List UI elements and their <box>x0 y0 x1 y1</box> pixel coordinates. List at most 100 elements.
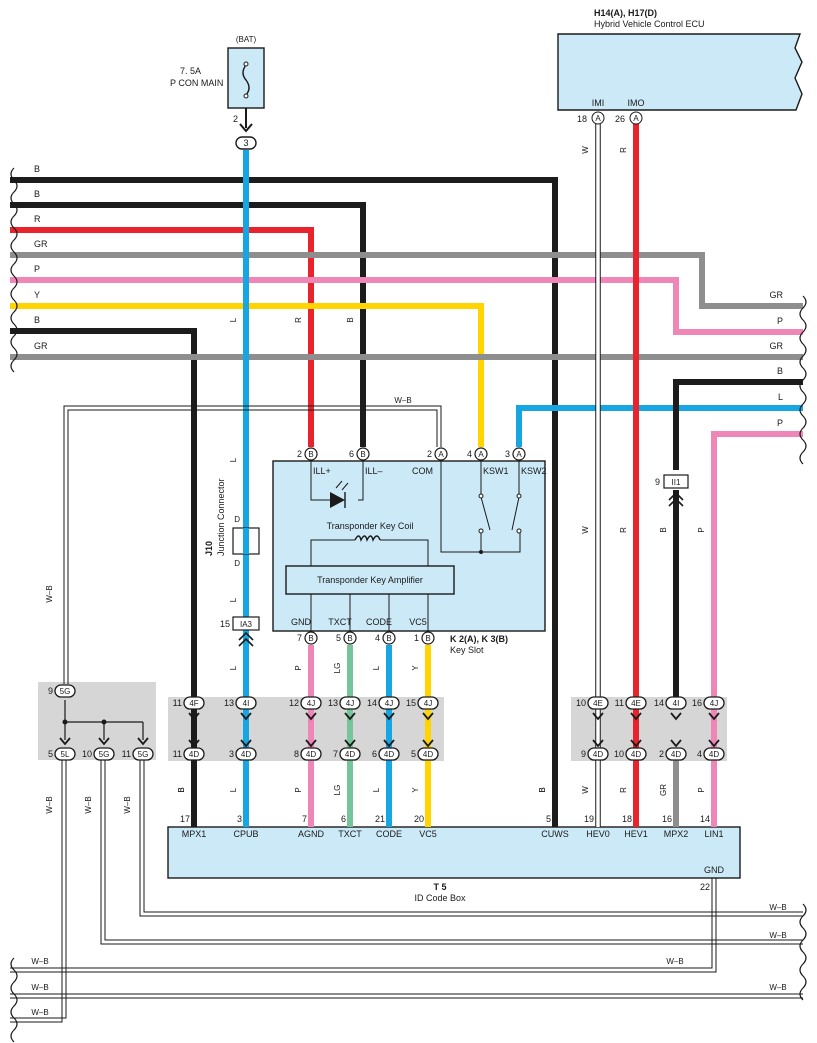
wire-b-mpx1 <box>10 328 197 827</box>
junction-upper-pin: 13 <box>328 698 338 708</box>
junction-lower-connector <box>587 747 609 761</box>
switch-contact <box>516 493 522 499</box>
keyslot-top-connector-label: B <box>360 450 365 459</box>
junction-5g-bottom-pin: 11 <box>122 749 131 759</box>
idbox-terminal-pin: 16 <box>662 814 672 824</box>
wb-wire-label: W–B <box>123 796 132 813</box>
idbox-terminal-pin: 20 <box>414 814 424 824</box>
connector-arrow-icon <box>630 712 642 721</box>
junction-lower-connector <box>625 747 647 761</box>
connector-arrow-icon <box>383 739 395 748</box>
keyslot-top-pin-num: 2 <box>427 449 432 459</box>
wb-wire-label: W–B <box>769 983 786 992</box>
wire-b-cuws <box>10 177 558 827</box>
wb-wire-label: W–B <box>84 796 93 813</box>
junction-lower-connector <box>417 747 439 761</box>
junction-upper-pin: 11 <box>615 698 624 708</box>
junction-lower-connector-label: 4D <box>593 750 603 759</box>
junction-upper-connector <box>417 696 439 710</box>
junction-5g-bottom-label: 5G <box>138 750 149 759</box>
keyslot-top-connector <box>434 447 448 461</box>
idbox-terminal-name: LIN1 <box>704 829 723 839</box>
switch-contact <box>478 528 484 534</box>
junction-lower-connector <box>339 747 361 761</box>
wb-wire-label: W–B <box>31 1008 48 1017</box>
keyslot-code-label: K 2(A), K 3(B) <box>450 634 508 644</box>
keyslot-top-pin-name: KSW1 <box>483 466 509 476</box>
right-wire-color-label: GR <box>770 341 784 351</box>
junction-lower-pin: 5 <box>411 749 416 759</box>
keyslot-top-pin-num: 6 <box>349 449 354 459</box>
connector-arrow-icon <box>630 739 642 748</box>
junction-5g-bottom <box>93 747 115 761</box>
keyslot-top-connector <box>474 447 488 461</box>
idbox-wire-color: B <box>177 787 186 792</box>
idbox-gnd-label: GND <box>704 865 725 875</box>
junction-5g-top <box>54 684 76 698</box>
junction-upper-connector-label: 4J <box>710 699 718 708</box>
vertical-wire-color-label: Y <box>411 665 420 671</box>
keyslot-top-connector <box>304 447 318 461</box>
idbox-terminal-name: HEV1 <box>624 829 648 839</box>
junction-5g-top-pin: 9 <box>48 686 53 696</box>
connector-arrow-icon <box>708 739 720 748</box>
switch-contact <box>516 528 522 534</box>
left-wire-color-label: B <box>34 315 40 325</box>
junction-lower-connector-label: 4D <box>345 750 355 759</box>
vertical-wire-color-label: P <box>294 665 303 670</box>
junction-lower-connector <box>665 747 687 761</box>
fuse-name-label: P CON MAIN <box>170 78 223 88</box>
idbox-terminal-pin: 5 <box>546 814 551 824</box>
idbox-wire-color: R <box>619 787 628 793</box>
junction-dot <box>62 719 68 725</box>
junction-lower-connector-label: 4D <box>709 750 719 759</box>
keyslot-bottom-pin-num: 1 <box>414 633 419 643</box>
harness-cut-marks <box>10 167 807 1043</box>
connector-arrow-icon <box>344 739 356 748</box>
junction-upper-connector-label: 4J <box>346 699 354 708</box>
junction-upper-pin: 11 <box>173 698 182 708</box>
right-wire-color-label: L <box>778 392 783 402</box>
keyslot-top-connector-label: A <box>478 450 484 459</box>
keyslot-top-pin-name: COM <box>412 466 433 476</box>
junction-lower-connector <box>235 747 257 761</box>
connector-arrow-icon <box>422 739 434 748</box>
connector-arrow-icon <box>305 739 317 748</box>
j10-d-bottom: D <box>234 559 240 568</box>
junction-upper-pin: 14 <box>367 698 377 708</box>
connector-arrow-icon <box>670 739 682 748</box>
ecu-box <box>557 33 803 111</box>
junction-5g-bottom-pin: 10 <box>82 749 92 759</box>
junction-lower-pin: 4 <box>697 749 702 759</box>
junction-upper-pin: 14 <box>654 698 664 708</box>
junction-lower-pin: 6 <box>372 749 377 759</box>
connector-chevron-icon <box>668 491 684 507</box>
ecu-conn-a: A <box>633 114 639 123</box>
keyslot-top-pin-name: KSW2 <box>521 466 547 476</box>
wire-p-lin1 <box>711 431 803 827</box>
keyslot-bottom-pin-name: TXCT <box>328 617 352 627</box>
junction-upper-pin: 12 <box>289 698 299 708</box>
keyslot-top-pin-num: 2 <box>297 449 302 459</box>
ii1-label: II1 <box>672 478 681 487</box>
left-wire-color-label: GR <box>34 341 48 351</box>
idbox-terminal-name: CPUB <box>233 829 258 839</box>
junction-5g-top-label: 5G <box>60 687 71 696</box>
junction-upper-connector <box>300 696 322 710</box>
junction-upper-connector-label: 4I <box>243 699 250 708</box>
junction-lower-pin: 11 <box>173 749 182 759</box>
wire-p-top <box>10 277 803 335</box>
keyslot-top-pin-name: ILL+ <box>313 466 331 476</box>
junction-lower-connector-label: 4D <box>189 750 199 759</box>
ecu-imi-label: IMI <box>592 98 605 108</box>
right-wire-color-label: B <box>777 366 783 376</box>
junction-lower-pin: 3 <box>229 749 234 759</box>
keyslot-name-label: Key Slot <box>450 645 484 655</box>
wire-y-ksw1 <box>10 303 484 447</box>
fuse-connector <box>235 136 257 150</box>
junction-upper-connector <box>339 696 361 710</box>
vertical-wire-color-label: P <box>697 527 706 532</box>
ia3-label: IA3 <box>240 620 253 629</box>
